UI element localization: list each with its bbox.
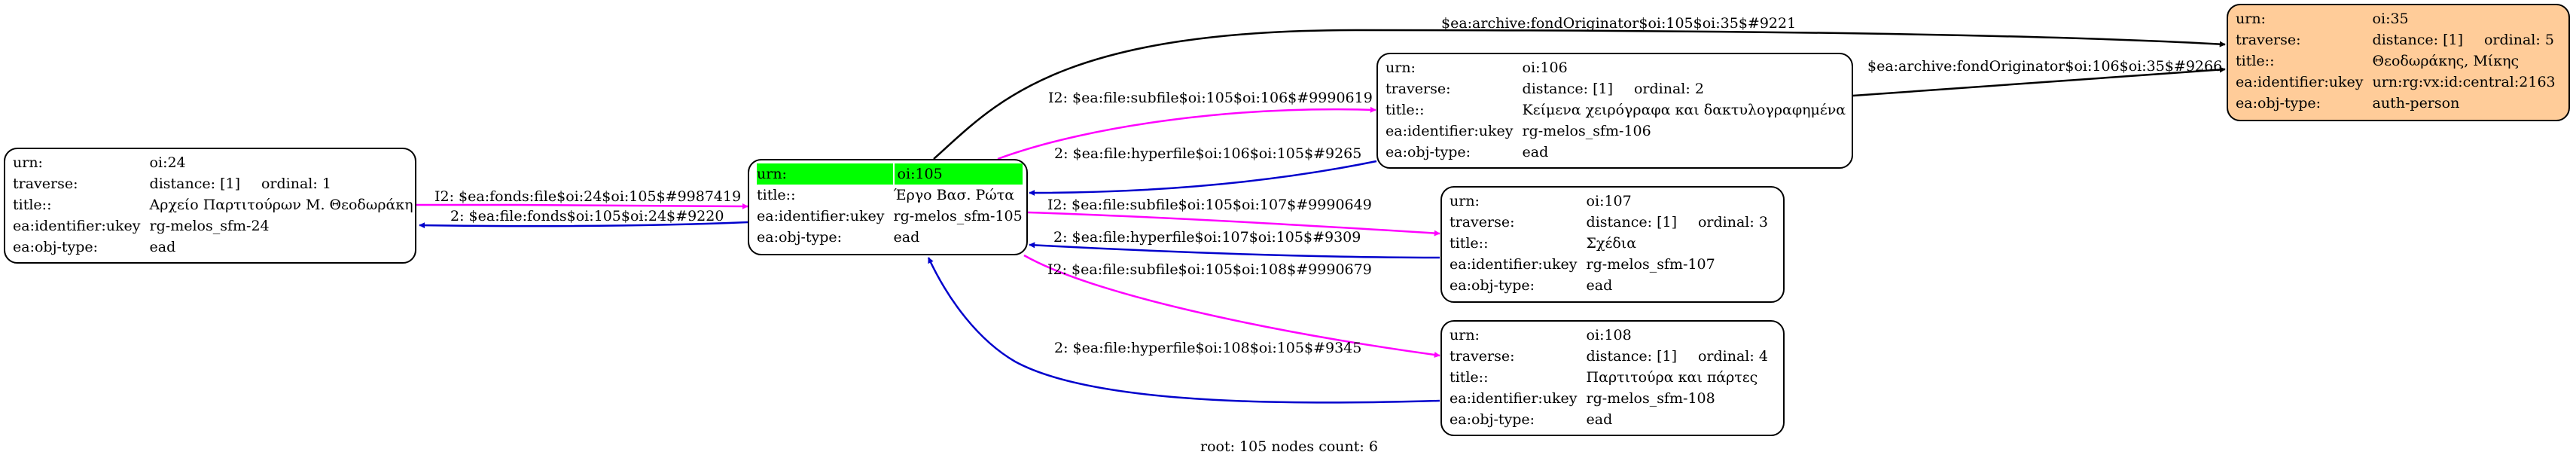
edge-label-subfile-105-106: I2: $ea:file:subfile$oi:105$oi:106$#9990… <box>1048 90 1373 106</box>
edge-label-hyperfile-107-105: 2: $ea:file:hyperfile$oi:107$oi:105$#930… <box>1053 229 1361 246</box>
edge-fonds-file-24-105 <box>416 203 748 209</box>
field-value: distance: [1] ordinal: 1 <box>150 173 413 194</box>
graph-footer: root: 105 nodes count: 6 <box>1200 438 1378 455</box>
field-key: urn: <box>1450 327 1480 343</box>
field-key: title:: <box>1450 235 1489 252</box>
traverse-ordinal: ordinal: 3 <box>1697 214 1768 230</box>
traverse-distance: distance: [1] <box>1522 81 1613 97</box>
field-key: ea:obj-type: <box>1450 277 1535 294</box>
field-value: oi:105 <box>893 163 1023 185</box>
field-value: Αρχείο Παρτιτούρων Μ. Θεοδωράκη <box>149 197 413 213</box>
edge-fondoriginator-106-35 <box>1852 66 2226 97</box>
edge-subfile-105-108 <box>1023 254 1440 358</box>
field-value: ead <box>893 229 920 246</box>
field-value: oi:108 <box>1586 327 1632 343</box>
field-value: Παρτιτούρα και πάρτες <box>1586 369 1758 386</box>
field-value: ead <box>1586 277 1613 294</box>
field-key: traverse: <box>2236 32 2301 48</box>
field-key: traverse: <box>13 176 78 192</box>
node-oi106[interactable]: urn: oi:106 traverse: distance: [1] ordinal… <box>1376 53 1853 169</box>
field-value: Σχέδια <box>1586 235 1637 252</box>
traverse-ordinal: ordinal: 5 <box>2483 32 2554 48</box>
field-key: ea:identifier:ukey <box>1386 123 1514 139</box>
edge-hyperfile-108-105 <box>927 257 1440 404</box>
edge-label-fondoriginator-106-35: $ea:archive:fondOriginator$oi:106$oi:35$… <box>1867 58 2222 75</box>
node-oi35-auth-person[interactable]: urn: oi:35 traverse: distance: [1] ordinal:… <box>2227 4 2570 121</box>
field-value: urn:rg:vx:id:central:2163 <box>2372 74 2556 90</box>
field-key: title:: <box>13 197 52 213</box>
edge-fondoriginator-105-35 <box>933 29 2226 160</box>
field-key: ea:obj-type: <box>1386 144 1471 160</box>
edge-label-hyperfile-108-105: 2: $ea:file:hyperfile$oi:108$oi:105$#934… <box>1054 340 1361 356</box>
edge-label-file-fonds-105-24: 2: $ea:file:fonds$oi:105$oi:24$#9220 <box>450 208 724 224</box>
field-value: ead <box>149 239 176 255</box>
node-oi105-root[interactable]: urn:oi:105 title::Έργο Βασ. Ρώτα ea:iden… <box>748 159 1028 255</box>
field-key: traverse: <box>1450 348 1515 365</box>
field-value: Έργο Βασ. Ρώτα <box>893 187 1015 203</box>
field-value: oi:106 <box>1522 60 1568 76</box>
edge-label-fondoriginator-105-35: $ea:archive:fondOriginator$oi:105$oi:35$… <box>1441 15 1796 32</box>
traverse-distance: distance: [1] <box>1586 348 1677 365</box>
field-key: ea:identifier:ukey <box>757 208 885 224</box>
field-key: ea:obj-type: <box>757 229 843 246</box>
field-key: ea:obj-type: <box>1450 411 1535 428</box>
edge-label-subfile-105-108: I2: $ea:file:subfile$oi:105$oi:108$#9990… <box>1047 261 1372 278</box>
field-value: oi:107 <box>1586 193 1632 209</box>
field-key: urn: <box>1386 60 1416 76</box>
edge-hyperfile-107-105 <box>1029 242 1440 259</box>
field-key: ea:obj-type: <box>2236 95 2321 111</box>
field-value: distance: [1] ordinal: 2 <box>1523 78 1846 99</box>
field-value: rg-melos_sfm-105 <box>893 208 1023 224</box>
edge-hyperfile-106-105 <box>1029 160 1377 196</box>
traverse-distance: distance: [1] <box>2372 32 2463 48</box>
field-value: rg-melos_sfm-24 <box>149 218 270 234</box>
field-value: rg-melos_sfm-107 <box>1586 256 1715 273</box>
field-key: urn: <box>13 154 43 171</box>
field-key: ea:identifier:ukey <box>1450 256 1578 273</box>
field-value: distance: [1] ordinal: 5 <box>2373 29 2556 50</box>
field-value: rg-melos_sfm-106 <box>1522 123 1651 139</box>
traverse-distance: distance: [1] <box>149 176 240 192</box>
field-value: Θεοδωράκης, Μίκης <box>2372 53 2520 69</box>
field-value: ead <box>1586 411 1613 428</box>
node-oi107[interactable]: urn: oi:107 traverse: distance: [1] ordinal… <box>1440 186 1785 303</box>
field-key: ea:identifier:ukey <box>13 218 141 234</box>
field-key: ea:identifier:ukey <box>1450 390 1578 407</box>
field-key: title:: <box>2236 53 2275 69</box>
field-key: ea:obj-type: <box>13 239 99 255</box>
traverse-distance: distance: [1] <box>1586 214 1677 230</box>
field-key: urn: <box>757 163 895 185</box>
field-value: ead <box>1522 144 1549 160</box>
field-key: title:: <box>1450 369 1489 386</box>
field-value: oi:24 <box>149 154 186 171</box>
field-key: traverse: <box>1450 214 1515 230</box>
field-value: distance: [1] ordinal: 3 <box>1587 212 1768 233</box>
field-value: auth-person <box>2372 95 2460 111</box>
traverse-ordinal: ordinal: 1 <box>261 176 331 192</box>
field-key: title:: <box>757 187 796 203</box>
node-oi108[interactable]: urn: oi:108 traverse: distance: [1] ordinal… <box>1440 320 1785 436</box>
edge-file-fonds-105-24 <box>419 221 748 229</box>
edge-label-fonds-file-24-105: I2: $ea:fonds:file$oi:24$oi:105$#9987419 <box>434 188 741 205</box>
edge-subfile-105-107 <box>1027 211 1440 237</box>
edge-subfile-105-106 <box>997 106 1376 160</box>
field-key: urn: <box>2236 11 2266 27</box>
field-value: rg-melos_sfm-108 <box>1586 390 1715 407</box>
traverse-ordinal: ordinal: 4 <box>1697 348 1768 365</box>
field-key: ea:identifier:ukey <box>2236 74 2364 90</box>
field-key: title:: <box>1386 102 1425 118</box>
field-key: traverse: <box>1386 81 1451 97</box>
field-value: distance: [1] ordinal: 4 <box>1587 346 1768 367</box>
traverse-ordinal: ordinal: 2 <box>1633 81 1704 97</box>
edge-label-hyperfile-106-105: 2: $ea:file:hyperfile$oi:106$oi:105$#926… <box>1054 145 1361 162</box>
field-value: oi:35 <box>2372 11 2409 27</box>
edge-label-subfile-105-107: I2: $ea:file:subfile$oi:105$oi:107$#9990… <box>1047 197 1372 213</box>
field-value: Κείμενα χειρόγραφα και δακτυλογραφημένα <box>1522 102 1846 118</box>
node-oi24[interactable]: urn: oi:24 traverse: distance: [1] ordinal:… <box>4 148 416 264</box>
field-key: urn: <box>1450 193 1480 209</box>
